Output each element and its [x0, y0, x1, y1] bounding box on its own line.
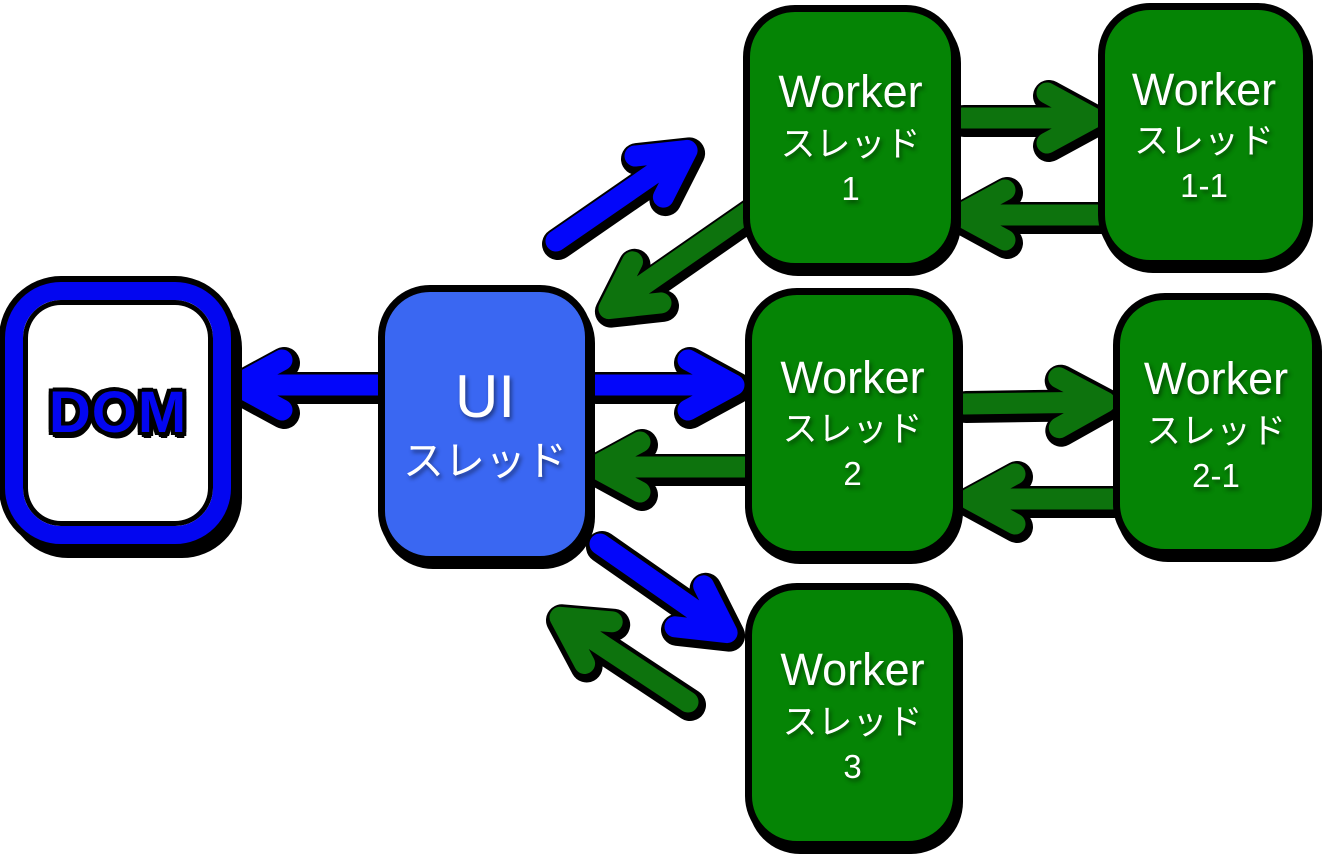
node-number: 3 — [843, 747, 862, 785]
node-label: Worker — [1131, 63, 1277, 115]
node-label: Worker — [780, 351, 925, 403]
arrow-worker2-to-ui — [580, 429, 766, 511]
arrow-worker2_1-to-worker2 — [955, 461, 1134, 543]
arrow-ui-to-worker1 — [542, 137, 706, 260]
node-label: Worker — [780, 644, 925, 696]
node-worker-thread-2: Worker スレッド 2 — [745, 288, 960, 558]
arrow-worker1_1-to-worker1 — [945, 177, 1121, 259]
node-sublabel: スレッド — [1133, 122, 1274, 162]
node-label: Worker — [778, 66, 923, 118]
node-label: Worker — [1143, 353, 1289, 405]
node-number: 1-1 — [1180, 167, 1228, 205]
node-number: 2 — [843, 455, 862, 493]
node-ui-thread: UI スレッド — [378, 285, 592, 563]
node-worker-thread-1-1: Worker スレッド 1-1 — [1098, 3, 1310, 267]
arrow-worker2-to-worker2_1 — [950, 364, 1123, 447]
arrow-ui-to-worker2 — [580, 347, 752, 429]
node-ui-sublabel: スレッド — [403, 437, 567, 484]
node-number: 1 — [841, 169, 860, 207]
node-sublabel: スレッド — [782, 702, 923, 742]
node-number: 2-1 — [1192, 456, 1240, 494]
node-dom-label: DOM — [48, 379, 188, 445]
node-sublabel: スレッド — [1145, 411, 1286, 451]
arrow-worker1-to-ui — [594, 197, 769, 328]
node-sublabel: スレッド — [780, 124, 921, 164]
node-worker-thread-1: Worker スレッド 1 — [743, 5, 958, 270]
arrow-worker1-to-worker1_1 — [948, 80, 1111, 162]
arrow-ui-to-worker3 — [586, 531, 746, 652]
node-ui-label: UI — [455, 363, 515, 431]
node-worker-thread-2-1: Worker スレッド 2-1 — [1113, 293, 1319, 556]
node-sublabel: スレッド — [782, 410, 923, 450]
node-worker-thread-3: Worker スレッド 3 — [745, 583, 960, 848]
node-dom: DOM — [5, 282, 231, 544]
arrow-ui-to-dom — [222, 347, 396, 429]
arrow-worker3-to-ui — [546, 604, 706, 721]
